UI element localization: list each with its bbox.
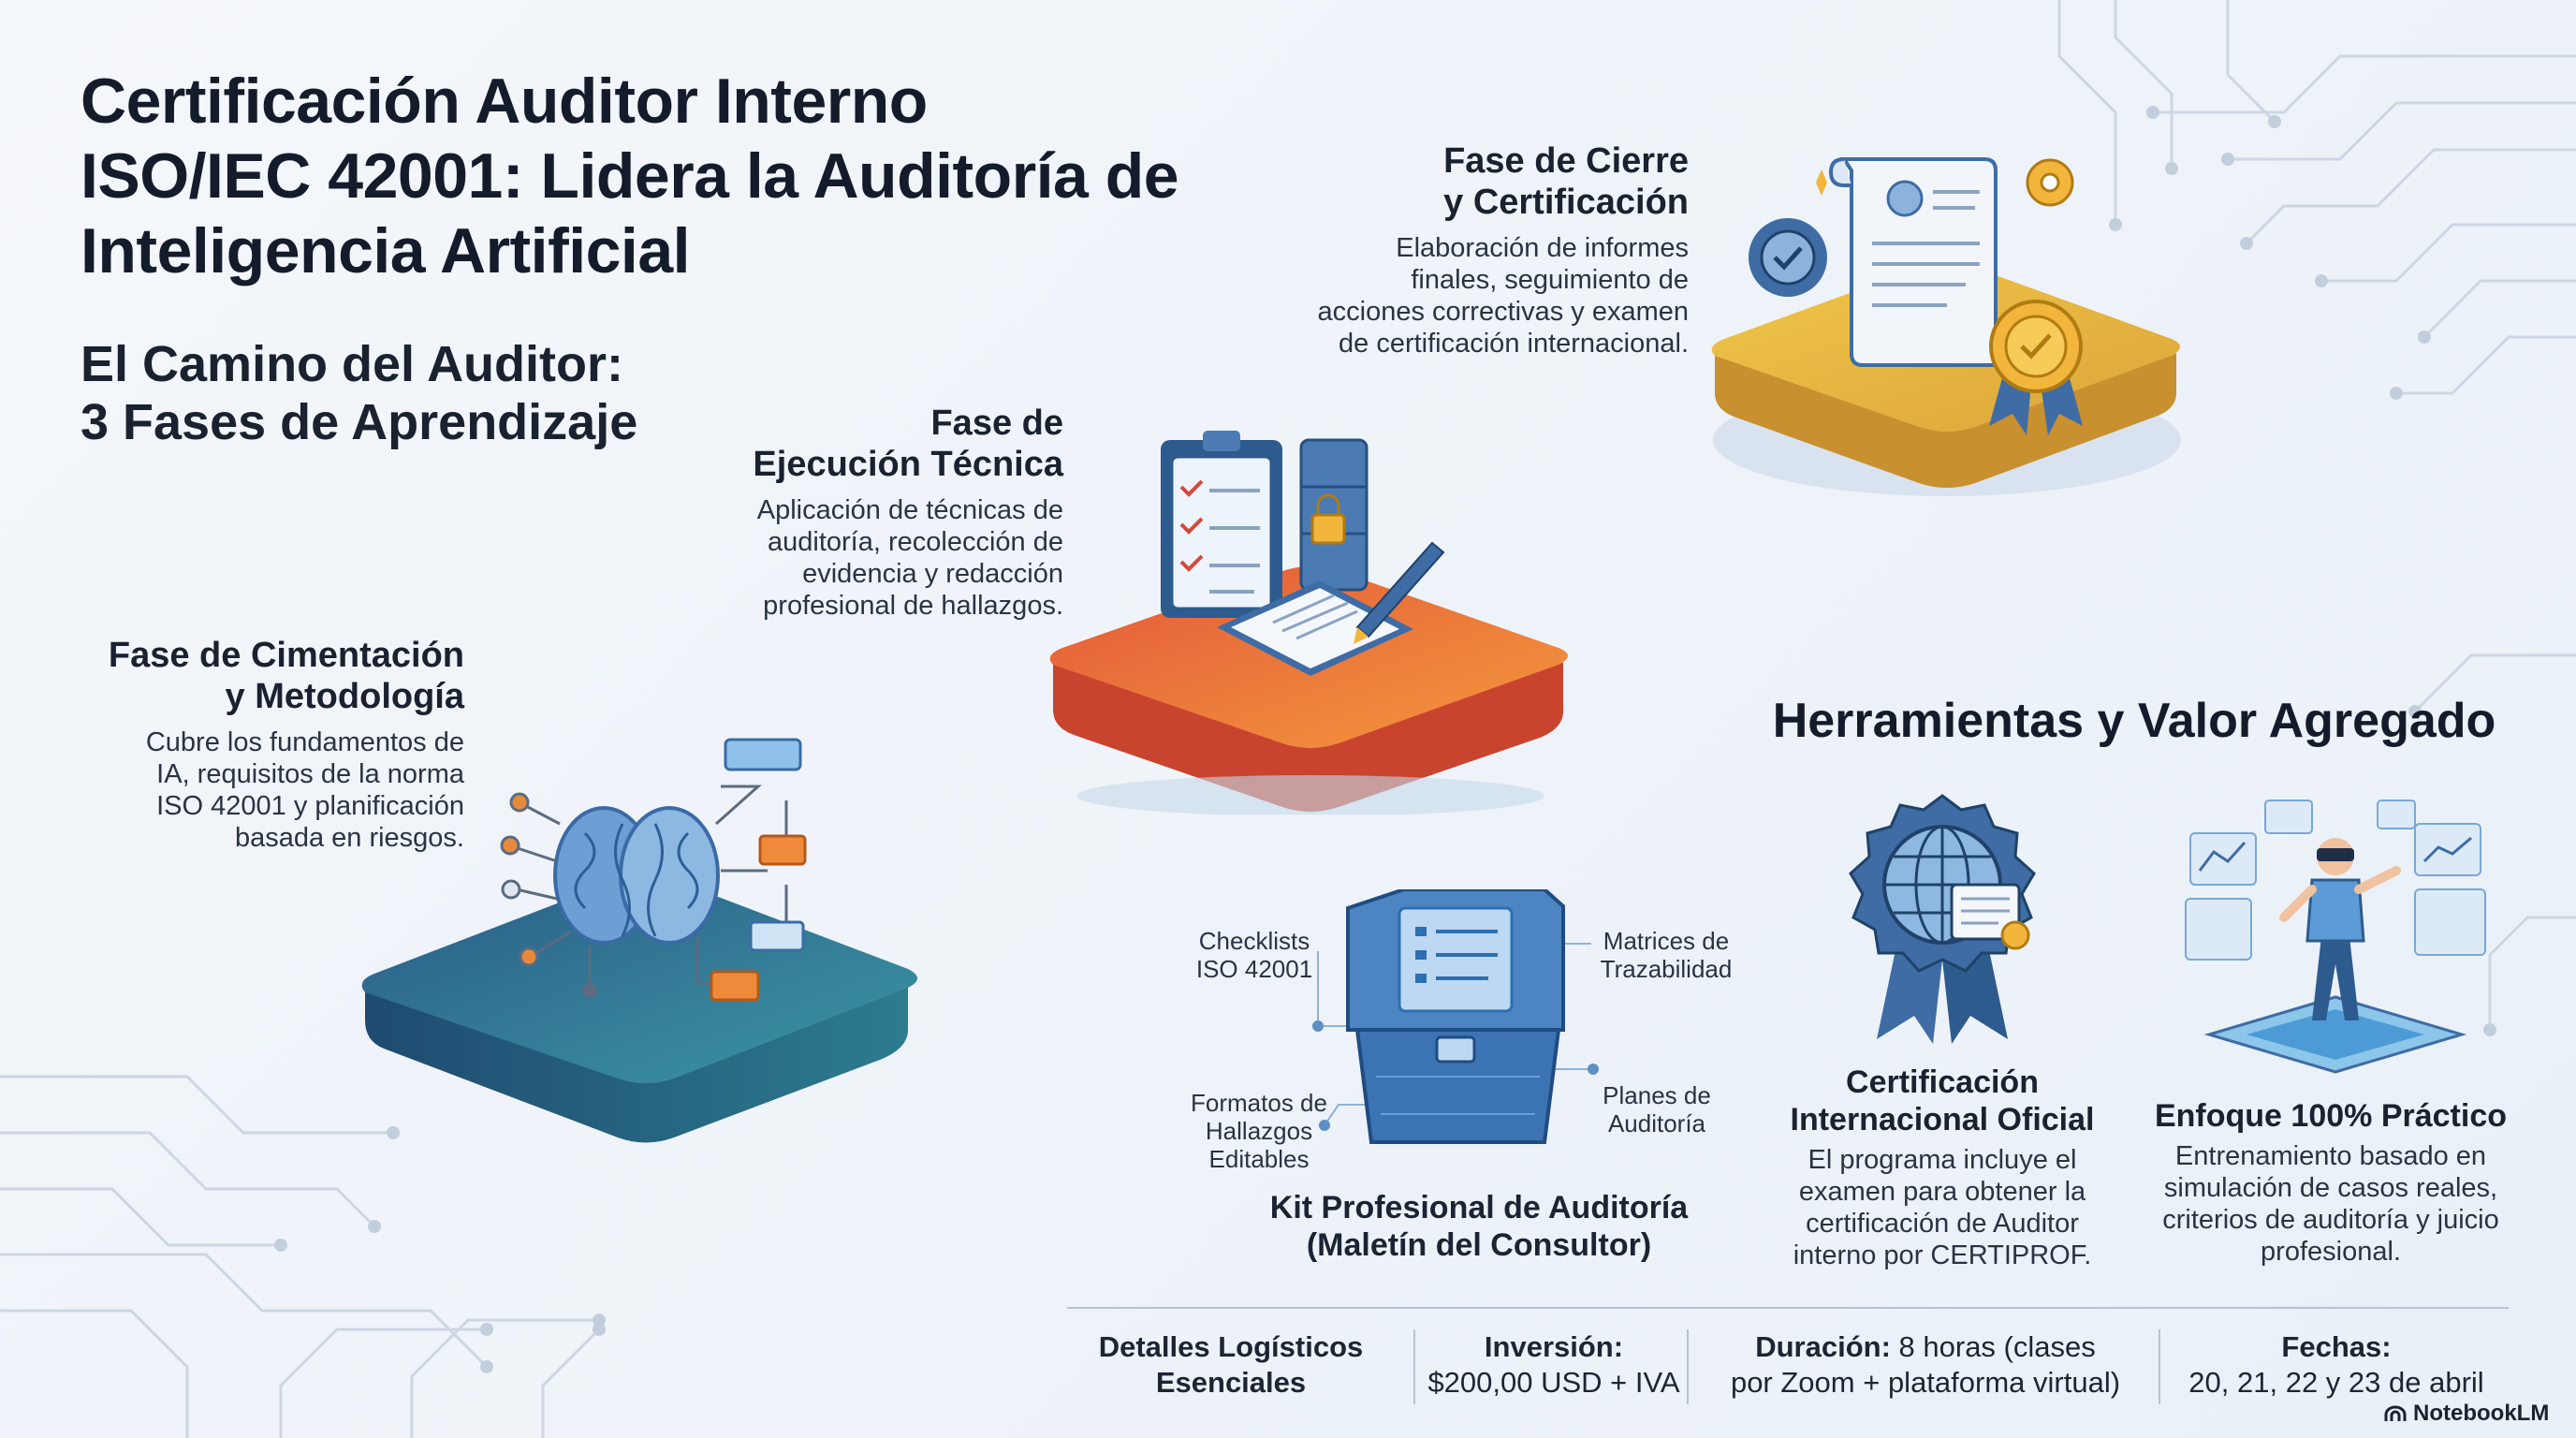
phase-cierre: Fase de Cierre y Certificación Elaboraci… xyxy=(1254,140,1690,360)
title-line: ISO/IEC 42001: Lidera la Auditoría de xyxy=(80,140,1179,212)
kit-label-line: Auditoría xyxy=(1607,1109,1706,1137)
kit-label-line: Matrices de xyxy=(1603,927,1730,955)
phase-title: Fase de Ejecución Técnica xyxy=(683,403,1063,485)
clipboard-server-pen-icon xyxy=(1161,431,1445,676)
footer-separator xyxy=(1687,1329,1689,1404)
phase-ejecucion: Fase de Ejecución Técnica Aplicación de … xyxy=(683,403,1063,622)
phase-description: Cubre los fundamentos de IA, requisitos … xyxy=(56,726,464,854)
desc-line: profesional de hallazgos. xyxy=(763,591,1063,621)
notebooklm-logo-icon xyxy=(2384,1405,2407,1421)
certificate-scroll-icon xyxy=(1749,157,2083,435)
globe-badge-icon xyxy=(1849,794,2036,1044)
phase-title: Fase de Cierre y Certificación xyxy=(1254,140,1689,223)
desc-line: interno por CERTIPROF. xyxy=(1793,1240,2092,1270)
briefcase-icon xyxy=(1312,889,1599,1144)
kit-label-line: Checklists xyxy=(1198,927,1310,955)
desc-line: IA, requisitos de la norma xyxy=(156,759,464,789)
brand-name: NotebookLM xyxy=(2413,1401,2550,1426)
desc-line: profesional. xyxy=(2261,1237,2401,1267)
duration-label: Duración: xyxy=(1755,1330,1891,1363)
footer-separator xyxy=(1413,1329,1415,1404)
title-line: Inteligencia Artificial xyxy=(80,215,691,286)
page-title: Certificación Auditor Interno ISO/IEC 42… xyxy=(80,64,1391,288)
vr-person-icon xyxy=(2185,800,2486,1074)
tool-description: Entrenamiento basado en simulación de ca… xyxy=(2144,1140,2518,1268)
dates-label: Fechas: xyxy=(2281,1330,2392,1363)
phase-cimentacion: Fase de Cimentación y Metodología Cubre … xyxy=(56,635,464,854)
phase-title-line: Fase de xyxy=(930,404,1063,443)
kit-title-line: Kit Profesional de Auditoría xyxy=(1269,1190,1689,1225)
logistics-line: Esenciales xyxy=(1155,1366,1307,1399)
page-subtitle: El Camino del Auditor: 3 Fases de Aprend… xyxy=(80,335,829,451)
tool-description: El programa incluye el examen para obten… xyxy=(1769,1144,2115,1271)
subtitle-line: 3 Fases de Aprendizaje xyxy=(80,394,638,450)
subtitle-line: El Camino del Auditor: xyxy=(80,336,623,392)
kit-label-line: Editables xyxy=(1208,1145,1310,1173)
desc-line: El programa incluye el xyxy=(1808,1145,2077,1175)
brand-badge: NotebookLM xyxy=(2383,1401,2549,1427)
dates-value: 20, 21, 22 y 23 de abril xyxy=(2188,1366,2484,1399)
desc-line: de certificación internacional. xyxy=(1339,329,1689,359)
desc-line: finales, seguimiento de xyxy=(1411,265,1689,295)
kit-title: Kit Profesional de Auditoría (Maletín de… xyxy=(1217,1189,1741,1264)
desc-line: basada en riesgos. xyxy=(234,823,464,853)
kit-title-line: (Maletín del Consultor) xyxy=(1306,1227,1652,1263)
duration-value: 8 horas (clases xyxy=(1890,1330,2096,1363)
phase3-platform xyxy=(1711,157,2181,496)
title-line: Certificación Auditor Interno xyxy=(80,66,928,137)
desc-line: ISO 42001 y planificación xyxy=(156,791,464,821)
footer-separator xyxy=(2159,1329,2160,1404)
desc-line: Elaboración de informes xyxy=(1396,233,1689,263)
kit-label-line: Trazabilidad xyxy=(1600,955,1733,983)
desc-line: Cubre los fundamentos de xyxy=(145,727,464,757)
phase-title-line: y Certificación xyxy=(1443,183,1689,222)
investment-value: $200,00 USD + IVA xyxy=(1427,1366,1680,1399)
tool-title-line: Certificación xyxy=(1846,1064,2039,1100)
kit-label-formatos: Formatos de Hallazgos Editables xyxy=(1175,1089,1343,1173)
phase-title-line: y Metodología xyxy=(225,677,464,716)
tool-enfoque-practico: Enfoque 100% Práctico Entrenamiento basa… xyxy=(2144,1097,2518,1268)
desc-line: simulación de casos reales, xyxy=(2163,1173,2498,1203)
investment-label: Inversión: xyxy=(1484,1330,1624,1363)
phase-title-line: Fase de Cimentación xyxy=(108,636,464,675)
kit-label-matrices: Matrices de Trazabilidad xyxy=(1591,927,1741,983)
footer-dates: Fechas: 20, 21, 22 y 23 de abril xyxy=(2168,1329,2505,1401)
desc-line: criterios de auditoría y juicio xyxy=(2162,1205,2499,1235)
brain-flowchart-icon xyxy=(500,738,807,1002)
desc-line: examen para obtener la xyxy=(1798,1177,2086,1207)
tool-title: Certificación Internacional Oficial xyxy=(1769,1064,2115,1138)
phase-title-line: Fase de Cierre xyxy=(1443,141,1689,181)
phase2-platform xyxy=(1049,431,1568,814)
kit-label-line: Planes de xyxy=(1603,1081,1711,1109)
logistics-line: Detalles Logísticos xyxy=(1098,1330,1364,1363)
kit-label-line: Formatos de xyxy=(1191,1089,1327,1117)
desc-line: acciones correctivas y examen xyxy=(1317,297,1690,327)
desc-line: Entrenamiento basado en xyxy=(2174,1141,2487,1171)
phase-title: Fase de Cimentación y Metodología xyxy=(56,635,464,717)
kit-label-checklists: Checklists ISO 42001 xyxy=(1175,927,1334,983)
tool-title-line: Internacional Oficial xyxy=(1790,1102,2095,1137)
kit-label-planes: Planes de Auditoría xyxy=(1591,1081,1722,1137)
phase-description: Elaboración de informes finales, seguimi… xyxy=(1254,232,1690,360)
footer-divider xyxy=(1067,1307,2509,1309)
kit-label-line: ISO 42001 xyxy=(1195,955,1313,983)
footer-investment: Inversión: $200,00 USD + IVA xyxy=(1423,1329,1685,1401)
desc-line: certificación de Auditor xyxy=(1806,1209,2079,1239)
tools-heading: Herramientas y Valor Agregado xyxy=(1772,694,2496,748)
kit-label-line: Hallazgos xyxy=(1205,1117,1313,1145)
footer-logistics: Detalles Logísticos Esenciales xyxy=(1058,1329,1404,1401)
desc-line: auditoría, recolección de xyxy=(768,527,1063,557)
footer-duration: Duración: 8 horas (clases por Zoom + pla… xyxy=(1696,1329,2155,1401)
duration-value: por Zoom + plataforma virtual) xyxy=(1730,1366,2121,1399)
desc-line: Aplicación de técnicas de xyxy=(756,495,1063,525)
phase-title-line: Ejecución Técnica xyxy=(753,445,1063,484)
tool-certificacion: Certificación Internacional Oficial El p… xyxy=(1769,1064,2115,1271)
phase1-platform xyxy=(361,738,918,1143)
tool-title: Enfoque 100% Práctico xyxy=(2154,1098,2507,1134)
phase-description: Aplicación de técnicas de auditoría, rec… xyxy=(683,494,1063,622)
desc-line: evidencia y redacción xyxy=(802,559,1063,589)
